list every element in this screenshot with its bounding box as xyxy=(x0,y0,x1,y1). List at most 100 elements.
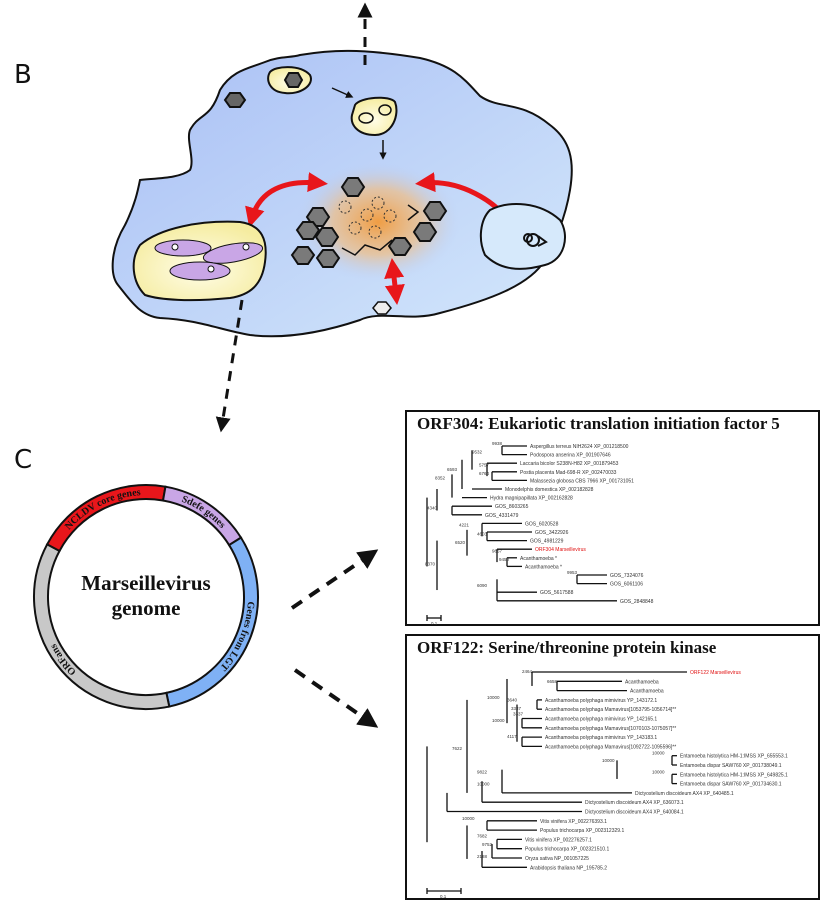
genome-segment-label: Genes from LGT xyxy=(217,601,256,673)
arrow-to-tree1 xyxy=(290,549,379,610)
tree2-leaf-label: Acanthamoeba polyphaga Mamavirus[1070103… xyxy=(545,726,676,732)
bootstrap-value: 6764 xyxy=(479,471,490,476)
bootstrap-value: 10000 xyxy=(487,695,500,700)
tree2-leaf-label: Acanthamoeba polyphaga mimivirus YP_1421… xyxy=(545,717,657,723)
tree1-leaf-label: GOS_4331479 xyxy=(485,513,519,519)
bootstrap-value: 2188 xyxy=(477,854,488,859)
bootstrap-value: 8370 xyxy=(425,561,436,566)
tree1-leaf-label: GOS_5617588 xyxy=(540,590,574,596)
genome-segment-label: Sdefe genes xyxy=(180,494,228,531)
genome-title-line1: Marseillevirus xyxy=(81,571,210,595)
cell-diagram xyxy=(111,2,573,433)
virion-outside xyxy=(223,92,247,108)
bootstrap-value: 3640 xyxy=(507,698,518,703)
tree1-leaf-label: Podospora anserina XP_001907646 xyxy=(530,453,611,459)
bootstrap-value: 10000 xyxy=(652,751,665,756)
bootstrap-value: 6090 xyxy=(477,583,488,588)
bootstrap-value: 2464 xyxy=(522,669,533,674)
nucleus-dna-icon xyxy=(523,233,548,247)
tree2-leaf-label: Acanthamoeba polyphaga Mamavirus[1053795… xyxy=(545,707,676,713)
bootstrap-value: 6520 xyxy=(455,540,466,545)
tree1-leaf-label: Monodelphis domestica XP_002182828 xyxy=(505,487,594,493)
genome-segment xyxy=(33,543,171,710)
tree2-leaf-label: Acanthamoeba polyphaga mimivirus YP_1431… xyxy=(545,698,657,704)
viral-dna-strand xyxy=(341,239,393,256)
tree2-leaf-label: Oryza sativa NP_001057225 xyxy=(525,856,589,862)
bootstrap-value: 4221 xyxy=(459,523,470,528)
host-nucleus xyxy=(479,203,566,270)
tree1-leaf-label: GOS_8603265 xyxy=(495,504,529,510)
virion-in-vacuole xyxy=(378,104,392,116)
genome-segment xyxy=(161,485,243,547)
phylogeny-orf304: ORF304: Eukariotic translation initiatio… xyxy=(405,410,820,626)
bootstrap-value: 10000 xyxy=(602,758,615,763)
lgt-arrow-bacteria xyxy=(245,172,328,228)
tree1-leaf-label: GOS_4981229 xyxy=(530,539,564,545)
bootstrap-value: 3337 xyxy=(511,706,522,711)
tree2-leaf-label: Acanthamoeba polyphaga Mamavirus[1092722… xyxy=(545,744,676,750)
tree2-leaf-label: Populus trichocarpa XP_002321510.1 xyxy=(525,847,609,853)
tree2-leaf-label: Dictyostelium discoideum AX4 XP_640084.1 xyxy=(585,810,684,816)
bootstrap-value: 9867 xyxy=(492,549,503,554)
tree2-leaf-label: Entamoeba dispar SAW760 XP_001738049.1 xyxy=(680,763,782,769)
tree2-leaf-label: Entamoeba histolytica HM-1:IMSS XP_64982… xyxy=(680,772,788,778)
tree2-title: ORF122: Serine/threonine protein kinase xyxy=(417,638,717,657)
bootstrap-value: 3337 xyxy=(513,712,524,717)
bootstrap-value: 7682 xyxy=(477,833,488,838)
bootstrap-value: 9532 xyxy=(472,450,483,455)
bootstrap-value: 9822 xyxy=(477,769,488,774)
genome-segment xyxy=(45,484,167,553)
tree1-leaf-label: Postia placenta Mad-698-R XP_002470033 xyxy=(520,470,617,476)
bootstrap-value: 8352 xyxy=(435,475,446,480)
bootstrap-value: 5757 xyxy=(479,463,490,468)
tree2-leaf-label: Dictyostelium discoideum AX4 XP_636073.1 xyxy=(585,800,684,806)
virion-in-vacuole xyxy=(358,112,374,124)
bacteria xyxy=(154,239,264,281)
tree2-leaf-label: Acanthamoeba polyphaga mimivirus YP_1431… xyxy=(545,735,657,741)
empty-capsids xyxy=(338,196,397,239)
tree1-leaf-label: Malassezia globosa CBS 7966 XP_001731051 xyxy=(530,478,634,484)
bootstrap-value: 9938 xyxy=(492,441,503,446)
bootstrap-value: 9450 xyxy=(499,557,510,562)
panel-label-b: B xyxy=(14,60,32,90)
tree2-leaf-label: Entamoeba dispar SAW760 XP_001734630.1 xyxy=(680,782,782,788)
tree2-leaf-label: Dictyostelium discoideum AX4 XP_640485.1 xyxy=(635,791,734,797)
genome-segment xyxy=(165,536,259,708)
bacteria-nucleoid xyxy=(171,243,250,273)
bootstrap-value: 10000 xyxy=(477,781,490,786)
tree1-leaf-label: Laccaria bicolor S238N-H82 XP_001879453 xyxy=(520,461,619,467)
tree2-leaf-label: Entamoeba histolytica HM-1:IMSS XP_65555… xyxy=(680,754,788,760)
tree1-title: ORF304: Eukariotic translation initiatio… xyxy=(417,414,780,433)
tree1-leaf-label: GOS_3422926 xyxy=(535,530,569,536)
arrow-to-tree2 xyxy=(293,668,379,728)
tree1-leaf-label: Aspergillus terreus NIH2624 XP_001218500 xyxy=(530,444,629,450)
tree1-leaf-label: ORF304 Marseillevirus xyxy=(535,547,586,553)
genome-title-line2: genome xyxy=(112,596,181,620)
tree1-leaf-label: Acanthamoeba * xyxy=(525,564,562,570)
tree2-leaf-label: ORF122 Marseillevirus xyxy=(690,670,741,676)
tree2-leaf-label: Acanthamoeba xyxy=(625,679,659,685)
tree2-leaf-label: Vitis vinifera XP_002276257.1 xyxy=(525,837,592,843)
tree1-leaf-label: Hydra magnipapillata XP_002162828 xyxy=(490,496,573,502)
scale-bar-label: 0.1 xyxy=(440,894,447,899)
bootstrap-value: 6658 xyxy=(547,679,558,684)
lgt-arrow-virophage xyxy=(384,258,405,305)
genome-segment-label: ORFans xyxy=(48,642,79,677)
bootstrap-value: 6593 xyxy=(447,467,458,472)
small-virion xyxy=(372,301,392,315)
tree2-leaf-label: Arabidopsis thaliana NP_195785.2 xyxy=(530,865,607,871)
tree1-leaf-label: GOS_2848848 xyxy=(620,599,654,605)
bootstrap-value: 10000 xyxy=(462,816,475,821)
bootstrap-value: 9752 xyxy=(482,842,493,847)
virion-entering xyxy=(283,72,304,88)
tree1-leaf-label: GOS_6061106 xyxy=(610,582,643,588)
genome-segment-label: NCLDV core genes xyxy=(63,487,141,532)
tree1-leaf-label: GOS_7324076 xyxy=(610,573,644,579)
bootstrap-value: 10000 xyxy=(652,769,665,774)
tree1-leaf-label: Acanthamoeba * xyxy=(520,556,557,562)
tree2-leaf-label: Acanthamoeba xyxy=(630,689,664,695)
phylogeny-orf122: ORF122: Serine/threonine protein kinase … xyxy=(405,634,820,900)
bootstrap-value: 4603 xyxy=(477,531,488,536)
scale-bar-label: 0.1 xyxy=(431,621,438,626)
bootstrap-value: 4340 xyxy=(427,506,438,511)
